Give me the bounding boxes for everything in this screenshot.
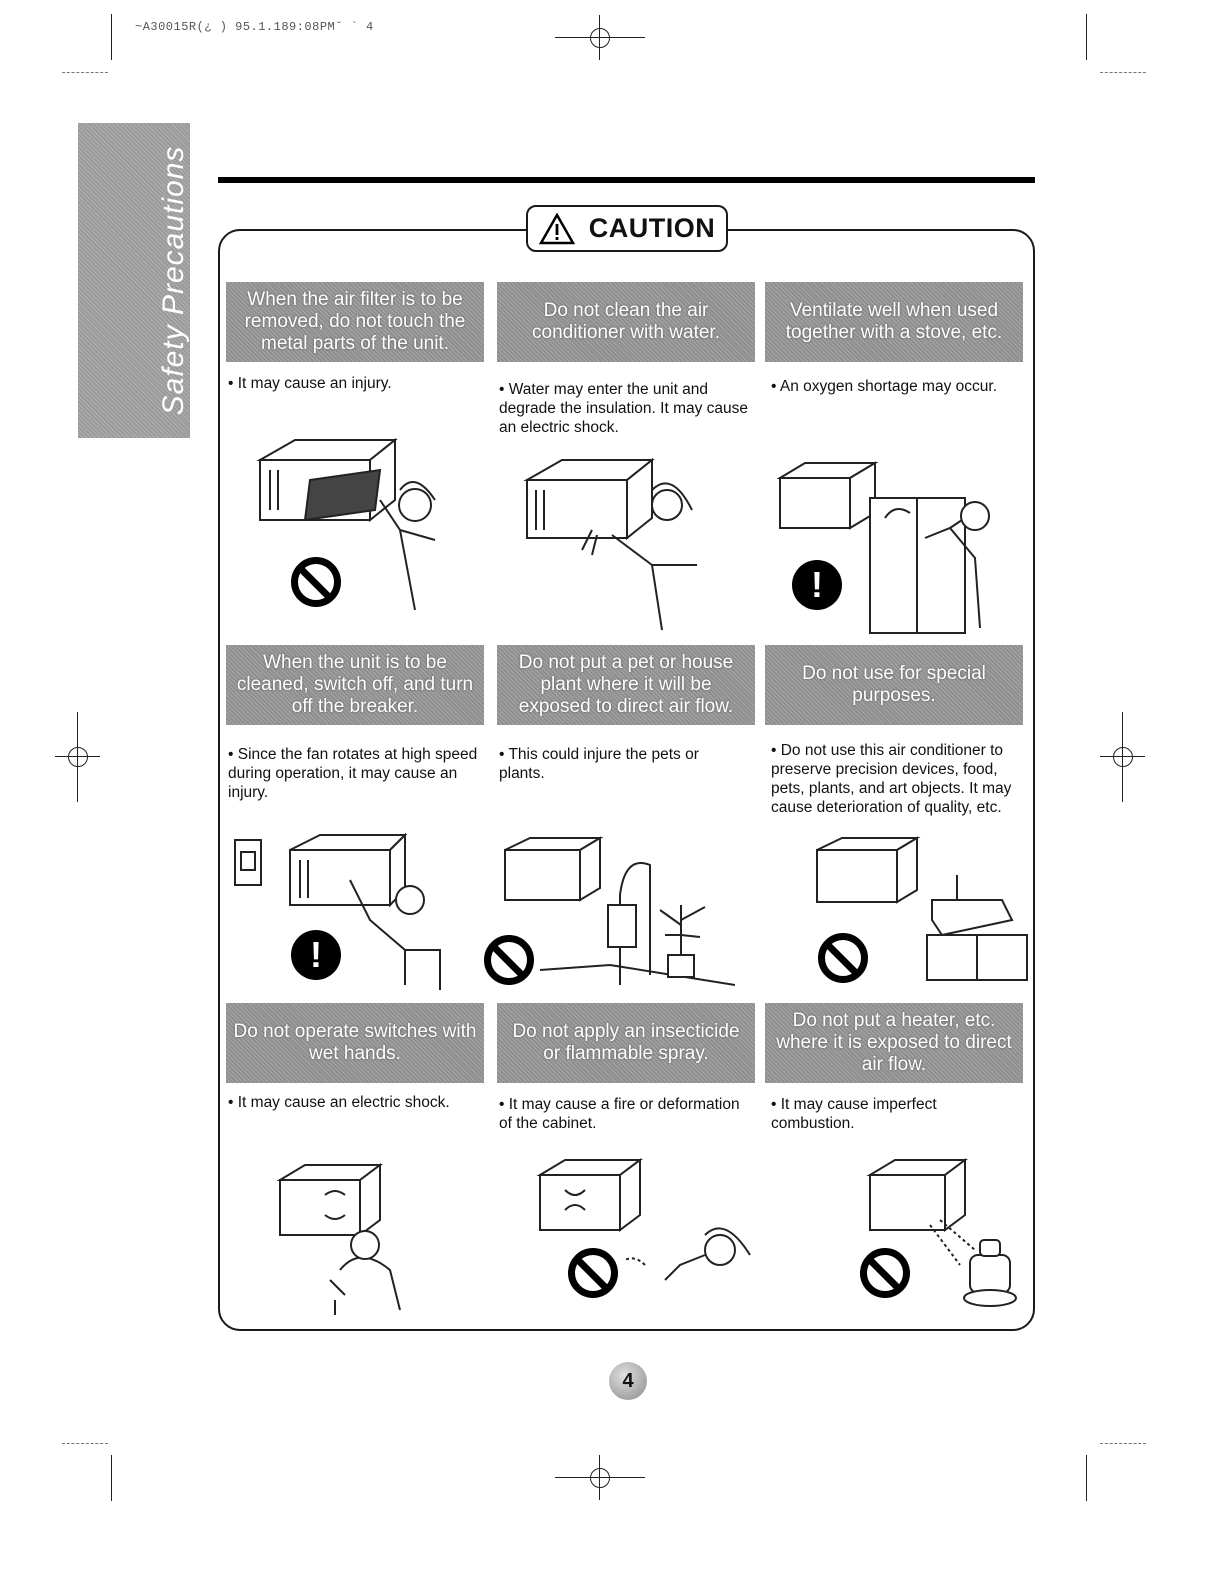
prohibition-icon bbox=[291, 557, 341, 607]
crop-mark bbox=[62, 72, 108, 73]
precaution-description: • Do not use this air conditioner to pre… bbox=[771, 742, 1012, 816]
precaution-title: Ventilate well when used together with a… bbox=[765, 282, 1023, 362]
precaution-title: When the unit is to be cleaned, switch o… bbox=[226, 645, 484, 725]
wet-hands-illustration bbox=[276, 1163, 401, 1315]
precaution-title: Do not clean the air conditioner with wa… bbox=[497, 282, 755, 362]
special-purpose-illustration bbox=[816, 836, 1028, 981]
crop-mark bbox=[1086, 14, 1087, 60]
registration-mark bbox=[55, 712, 100, 802]
precaution-title: Do not apply an insecticide or flammable… bbox=[497, 1003, 755, 1083]
precaution-description: • Since the fan rotates at high speed du… bbox=[228, 746, 478, 801]
precaution-description: • It may cause a fire or deformation of … bbox=[499, 1096, 740, 1132]
ventilation-illustration bbox=[776, 461, 990, 634]
precaution-description: • It may cause imperfect combustion. bbox=[771, 1096, 937, 1132]
crop-mark bbox=[1100, 1443, 1146, 1444]
precaution-title: When the air filter is to be removed, do… bbox=[226, 282, 484, 362]
warning-triangle-icon bbox=[538, 212, 575, 244]
heater-airflow-illustration bbox=[866, 1158, 1017, 1307]
crop-mark bbox=[1100, 72, 1146, 73]
registration-mark bbox=[555, 15, 645, 60]
registration-mark bbox=[1100, 712, 1145, 802]
precaution-description: • This could injure the pets or plants. bbox=[499, 746, 699, 782]
section-tab: Safety Precautions bbox=[78, 123, 190, 438]
breaker-switch-illustration bbox=[234, 832, 441, 990]
precaution-description: • It may cause an injury. bbox=[228, 375, 392, 392]
crop-mark bbox=[1086, 1455, 1087, 1501]
page-number: 4 bbox=[609, 1362, 647, 1400]
crop-mark bbox=[111, 1455, 112, 1501]
caution-heading: CAUTION bbox=[526, 205, 728, 252]
header-rule bbox=[218, 177, 1035, 183]
filter-removal-illustration bbox=[256, 437, 436, 611]
precaution-title: Do not put a pet or house plant where it… bbox=[497, 645, 755, 725]
crop-mark bbox=[111, 14, 112, 60]
mandatory-icon: ! bbox=[291, 930, 341, 980]
precaution-description: • An oxygen shortage may occur. bbox=[771, 378, 997, 395]
precaution-title: Do not operate switches with wet hands. bbox=[226, 1003, 484, 1083]
mandatory-icon: ! bbox=[792, 560, 842, 610]
crop-mark bbox=[62, 1443, 108, 1444]
precaution-title: Do not use for special purposes. bbox=[765, 645, 1023, 725]
precaution-title: Do not put a heater, etc. where it is ex… bbox=[765, 1003, 1023, 1083]
caution-label: CAUTION bbox=[588, 213, 716, 243]
registration-mark bbox=[555, 1455, 645, 1500]
print-header: ~A30015R(¿ ) 95.1.189:08PM˘ ` 4 bbox=[135, 20, 374, 34]
washing-unit-illustration bbox=[523, 457, 697, 631]
pet-plant-illustration bbox=[504, 836, 735, 986]
prohibition-icon bbox=[860, 1248, 910, 1298]
precaution-description: • It may cause an electric shock. bbox=[228, 1094, 450, 1111]
prohibition-icon bbox=[484, 935, 534, 985]
section-tab-label: Safety Precautions bbox=[157, 145, 190, 416]
prohibition-icon bbox=[818, 933, 868, 983]
precaution-description: • Water may enter the unit and degrade t… bbox=[499, 381, 749, 436]
insecticide-spray-illustration bbox=[536, 1158, 751, 1281]
prohibition-icon bbox=[568, 1248, 618, 1298]
